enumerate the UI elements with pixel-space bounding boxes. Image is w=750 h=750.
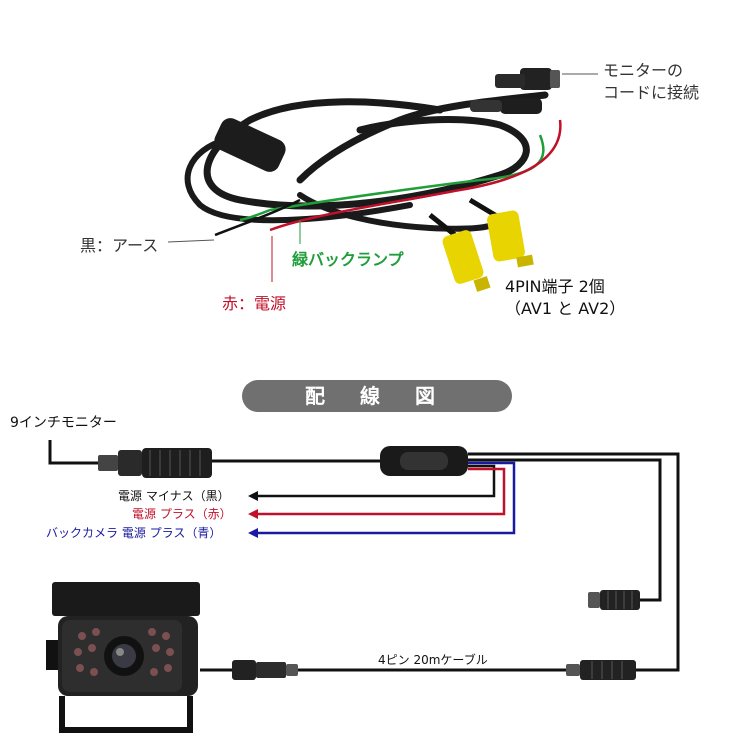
black-lead	[214, 198, 301, 237]
rca-plug-1	[428, 213, 491, 292]
cable-lower-run	[297, 192, 503, 232]
monitor-connect-line2: コードに接続	[603, 83, 700, 102]
wire-black-label: 電源 マイナス（黒）	[118, 489, 230, 503]
pin-terminal-line1: 4PIN端子 2個	[505, 277, 605, 296]
monitor-connect-line1: モニターの	[603, 61, 684, 80]
cable-photo-illustration	[167, 68, 598, 292]
wire-to-av-plug	[468, 458, 662, 602]
monitor-connect-label: モニターの コードに接続	[603, 60, 699, 104]
green-lead-end	[239, 208, 271, 222]
monitor-label: 9インチモニター	[10, 415, 117, 431]
red-power-label: 赤：電源	[222, 294, 287, 313]
arrow-blue	[248, 528, 258, 538]
green-back-lamp-label: 緑バックランプ	[292, 250, 404, 269]
monitor-cable-stub	[48, 440, 100, 465]
pin-terminal-label: 4PIN端子 2個 （AV1 と AV2）	[505, 276, 625, 320]
cable-label: 4ピン 20mケーブル	[378, 653, 488, 667]
wire-to-camera-outer	[468, 452, 680, 672]
wire-red-label: 電源 プラス（赤）	[132, 507, 232, 521]
camera-side-connector	[232, 660, 298, 680]
wiring-diagram-banner: 配 線 図	[242, 380, 512, 412]
wire-blue-label: バックカメラ 電源 プラス（青）	[46, 526, 222, 540]
black-ground-label: 黒：アース	[80, 236, 159, 255]
wire-black	[255, 464, 496, 498]
green-lead	[269, 134, 545, 212]
arrow-red	[248, 509, 258, 519]
monitor-plug	[98, 448, 212, 478]
red-lead	[269, 119, 562, 232]
wire-red	[255, 467, 506, 516]
av-plug	[588, 590, 640, 610]
junction-box	[214, 118, 286, 172]
monitor-connector	[495, 68, 560, 90]
rca-plug-2	[468, 197, 534, 268]
pin-terminal-line2: （AV1 と AV2）	[505, 299, 626, 318]
cable-loop-main	[203, 98, 530, 210]
wire-blue	[255, 461, 516, 535]
leader-black	[167, 239, 215, 243]
arrow-black	[248, 491, 258, 501]
backup-camera	[46, 582, 200, 733]
inline-connector	[470, 98, 542, 114]
extension-far-connector	[566, 660, 636, 680]
